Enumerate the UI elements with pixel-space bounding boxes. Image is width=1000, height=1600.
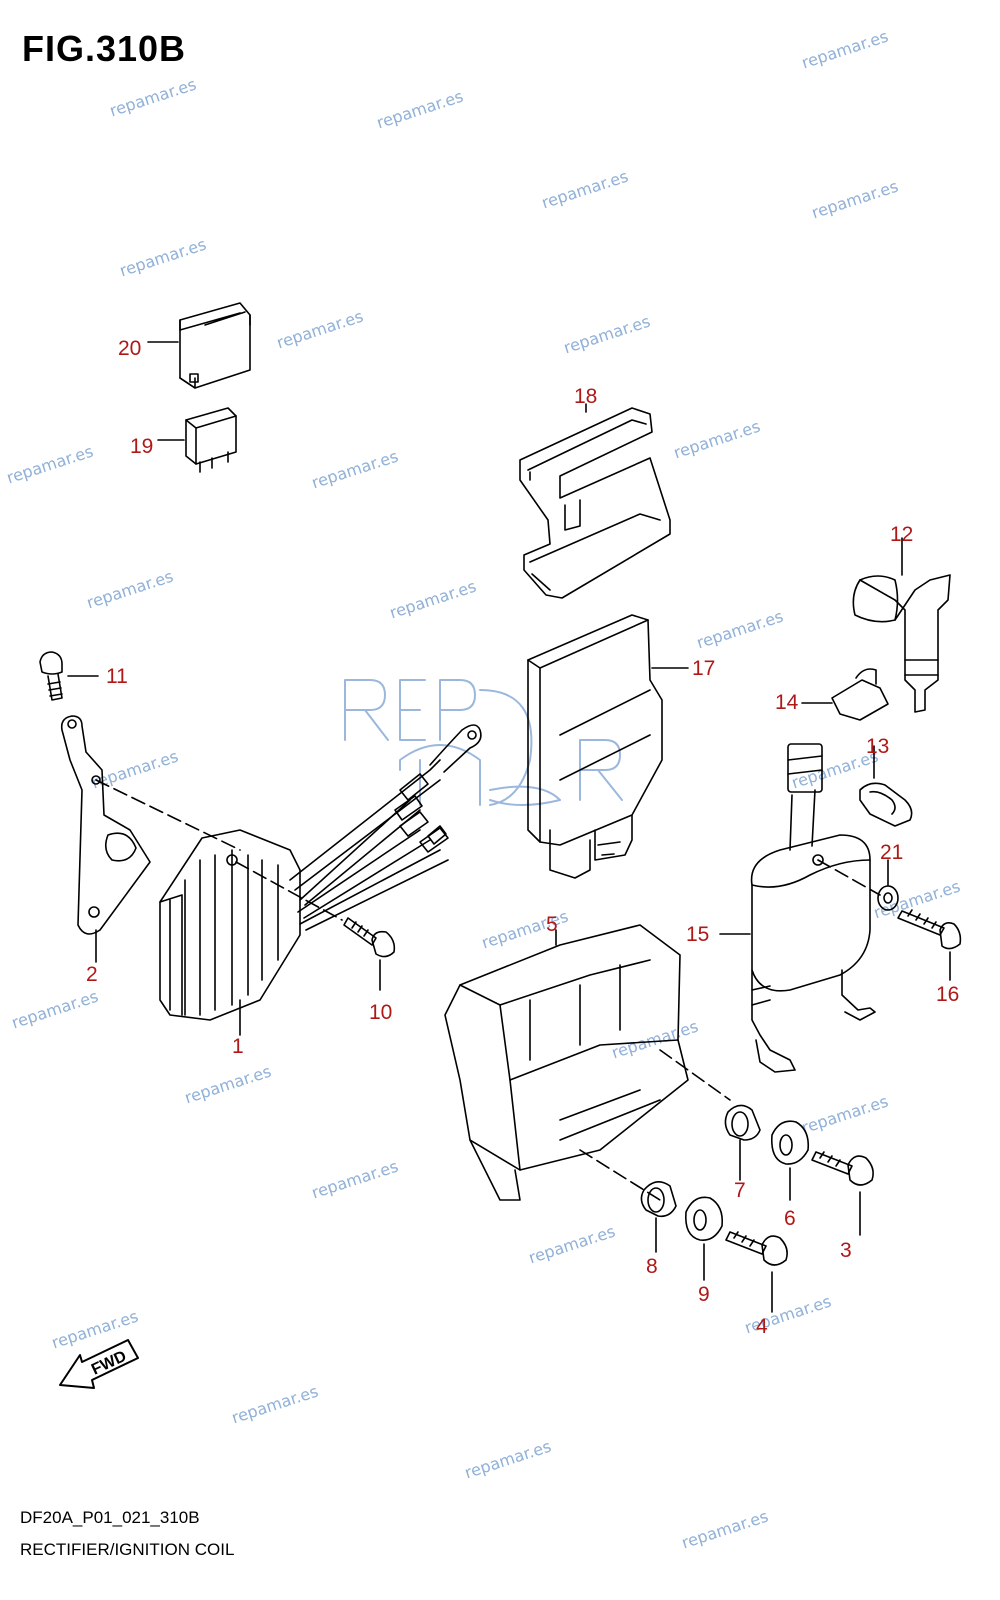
callout-13: 13	[866, 735, 890, 758]
callout-1: 1	[232, 1035, 244, 1058]
part-16-bolt	[897, 909, 962, 981]
part-9-grommet	[684, 1196, 724, 1281]
part-12-plug-cap	[852, 537, 951, 713]
assembly-line	[95, 779, 241, 851]
repmar-logo	[344, 679, 623, 806]
callout-19: 19	[130, 435, 154, 458]
part-5-bracket-box	[444, 924, 731, 1201]
part-17-ecm	[527, 614, 689, 879]
part-13-clamp	[859, 745, 913, 827]
callout-21: 21	[880, 841, 904, 864]
diagram-subtitle: RECTIFIER/IGNITION COIL	[20, 1540, 235, 1559]
callout-15: 15	[686, 923, 710, 946]
part-3-bolt	[811, 1151, 874, 1236]
diagram-code: DF20A_P01_021_310B	[20, 1508, 200, 1527]
callout-16: 16	[936, 983, 960, 1006]
part-4-bolt	[725, 1231, 788, 1313]
part-1-rectifier	[159, 829, 343, 1036]
part-10-bolt	[343, 917, 396, 991]
fwd-arrow-icon	[59, 1339, 139, 1389]
callout-8: 8	[646, 1255, 658, 1278]
part-7-collar	[724, 1104, 761, 1181]
part-1-wire-harness	[289, 724, 482, 931]
callout-10: 10	[369, 1001, 393, 1024]
callout-11: 11	[106, 665, 128, 688]
part-19-relay	[157, 407, 237, 473]
part-20-relay-cap	[147, 302, 251, 389]
part-2-bracket	[60, 715, 151, 963]
part-21-washer	[877, 859, 899, 911]
part-6-grommet	[770, 1120, 810, 1201]
callout-20: 20	[118, 337, 142, 360]
part-8-collar	[640, 1181, 677, 1253]
callout-18: 18	[574, 385, 598, 408]
part-11-bolt	[39, 651, 99, 701]
callout-5: 5	[546, 913, 558, 936]
figure-title: FIG.310B	[22, 28, 187, 69]
callout-3: 3	[840, 1239, 852, 1262]
callout-14: 14	[775, 691, 799, 714]
callout-6: 6	[784, 1207, 796, 1230]
part-18-cover-boot	[519, 403, 671, 599]
callout-2: 2	[86, 963, 98, 986]
part-15-ignition-coil	[719, 743, 881, 1073]
callout-7: 7	[734, 1179, 746, 1202]
callout-4: 4	[756, 1315, 768, 1338]
callout-9: 9	[698, 1283, 710, 1306]
callout-17: 17	[692, 657, 716, 680]
callout-12: 12	[890, 523, 914, 546]
part-14-clip	[801, 668, 889, 721]
